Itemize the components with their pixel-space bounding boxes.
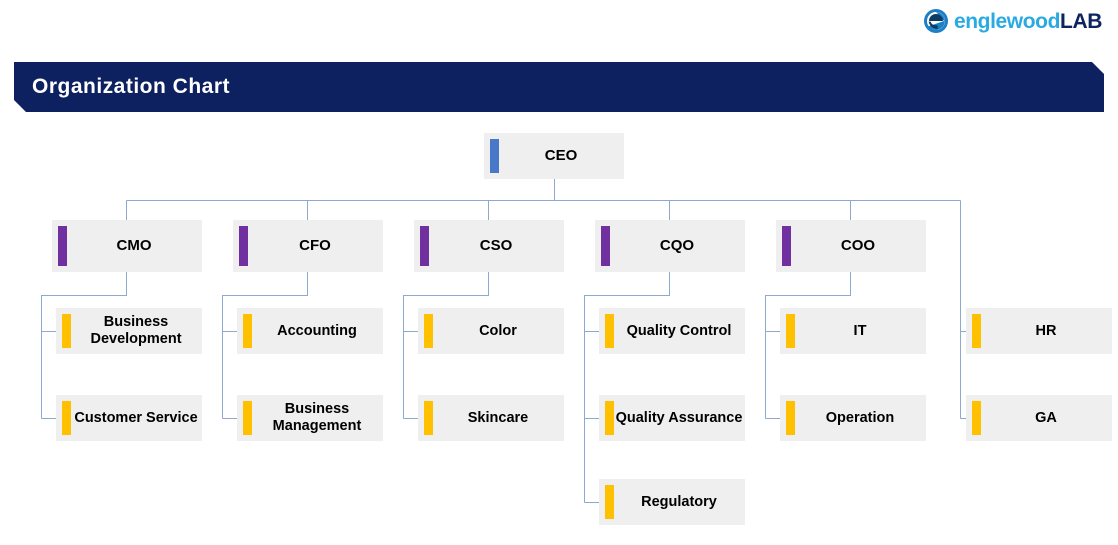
- accent-bar-business-management: [243, 401, 252, 435]
- node-label: Color: [479, 322, 517, 339]
- node-label: Quality Control: [626, 322, 732, 339]
- accent-bar-cmo: [58, 226, 67, 266]
- node-label: CQO: [659, 237, 695, 255]
- node-skincare[interactable]: Skincare: [418, 395, 564, 441]
- brand-logo: englewoodLAB: [923, 8, 1102, 34]
- node-it[interactable]: IT: [780, 308, 926, 354]
- node-label: Business Development: [90, 314, 182, 347]
- node-label: Operation: [825, 409, 895, 426]
- node-accounting[interactable]: Accounting: [237, 308, 383, 354]
- node-label: CEO: [544, 147, 578, 165]
- accent-bar-customer-service: [62, 401, 71, 435]
- node-business-management[interactable]: Business Management: [237, 395, 383, 441]
- node-label: GA: [1035, 409, 1057, 426]
- node-coo[interactable]: COO: [776, 220, 926, 272]
- node-label: Customer Service: [74, 409, 198, 426]
- node-cqo[interactable]: CQO: [595, 220, 745, 272]
- accent-bar-operation: [786, 401, 795, 435]
- accent-bar-cfo: [239, 226, 248, 266]
- node-label: CMO: [116, 237, 152, 255]
- accent-bar-ceo: [490, 139, 499, 173]
- node-label: COO: [840, 237, 876, 255]
- node-label: HR: [1035, 322, 1057, 339]
- accent-bar-business-development: [62, 314, 71, 348]
- accent-bar-coo: [782, 226, 791, 266]
- node-label: Quality Assurance: [615, 409, 743, 426]
- node-regulatory[interactable]: Regulatory: [599, 479, 745, 525]
- node-ga[interactable]: GA: [966, 395, 1112, 441]
- accent-bar-accounting: [243, 314, 252, 348]
- accent-bar-quality-assurance: [605, 401, 614, 435]
- node-color[interactable]: Color: [418, 308, 564, 354]
- node-label: CSO: [479, 237, 513, 255]
- node-business-development[interactable]: Business Development: [56, 308, 202, 354]
- node-cso[interactable]: CSO: [414, 220, 564, 272]
- node-label: IT: [853, 322, 867, 339]
- accent-bar-it: [786, 314, 795, 348]
- node-hr[interactable]: HR: [966, 308, 1112, 354]
- accent-bar-cqo: [601, 226, 610, 266]
- node-label: Accounting: [277, 322, 357, 339]
- page-title-banner: Organization Chart: [14, 62, 1104, 112]
- accent-bar-regulatory: [605, 485, 614, 519]
- node-label: CFO: [299, 237, 331, 255]
- accent-bar-cso: [420, 226, 429, 266]
- node-quality-control[interactable]: Quality Control: [599, 308, 745, 354]
- accent-bar-quality-control: [605, 314, 614, 348]
- node-customer-service[interactable]: Customer Service: [56, 395, 202, 441]
- englewood-e-icon: [923, 8, 949, 34]
- accent-bar-ga: [972, 401, 981, 435]
- node-label: Regulatory: [641, 493, 717, 510]
- accent-bar-color: [424, 314, 433, 348]
- accent-bar-skincare: [424, 401, 433, 435]
- logo-wordmark: englewoodLAB: [954, 11, 1102, 32]
- accent-bar-hr: [972, 314, 981, 348]
- node-quality-assurance[interactable]: Quality Assurance: [599, 395, 745, 441]
- page-title: Organization Chart: [32, 75, 231, 98]
- node-ceo[interactable]: CEO: [484, 133, 624, 179]
- node-cmo[interactable]: CMO: [52, 220, 202, 272]
- logo-text-englewood: englewood: [953, 9, 1061, 33]
- node-label: Business Management: [272, 401, 362, 434]
- logo-text-lab: LAB: [1060, 9, 1102, 33]
- node-label: Skincare: [467, 409, 529, 426]
- node-cfo[interactable]: CFO: [233, 220, 383, 272]
- node-operation[interactable]: Operation: [780, 395, 926, 441]
